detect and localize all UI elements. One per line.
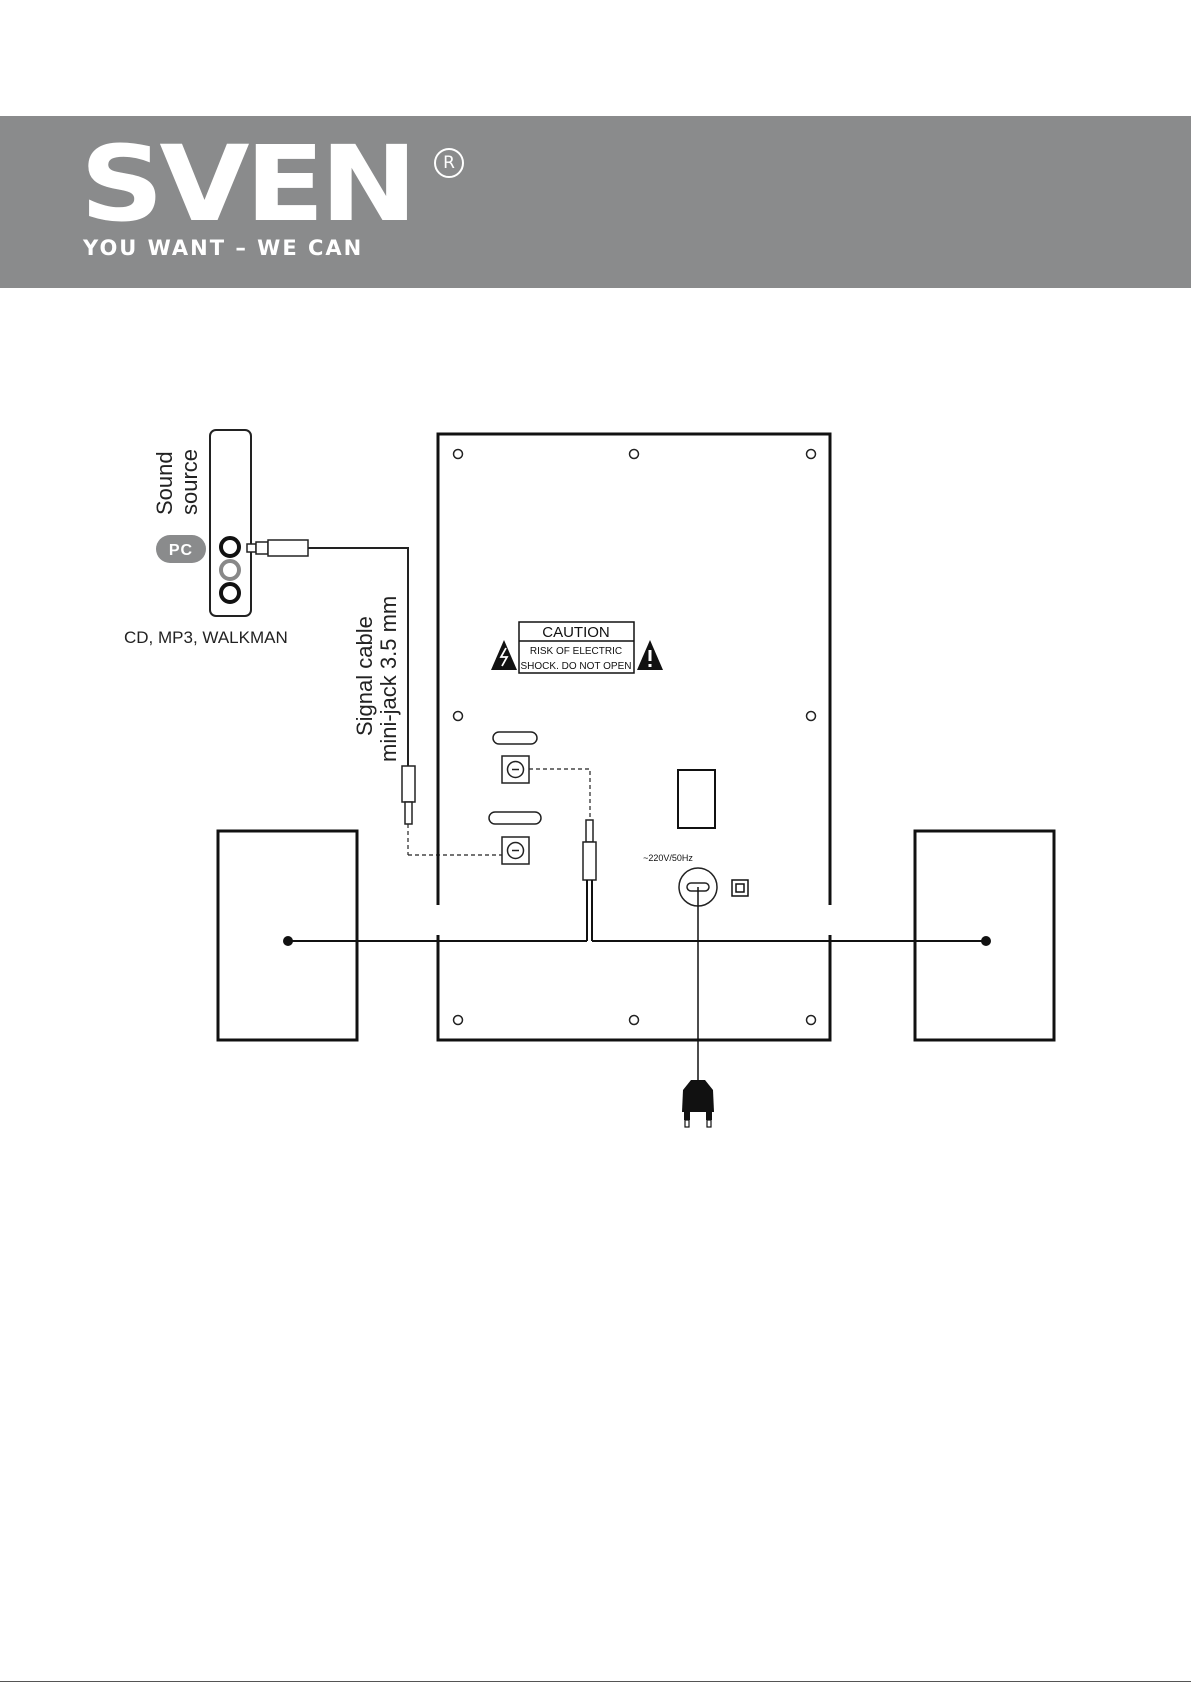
- secondary-jack-icon: [221, 561, 239, 579]
- pc-badge-label: PC: [169, 542, 193, 559]
- lightning-warning-icon: [491, 640, 517, 670]
- pc-output-jack-icon: [221, 538, 239, 556]
- page-bottom-rule: [0, 1681, 1191, 1682]
- sound-source-title-line1: Sound: [152, 451, 177, 515]
- power-switch: [678, 770, 715, 828]
- tertiary-jack-icon: [221, 584, 239, 602]
- caution-line2: SHOCK. DO NOT OPEN: [521, 661, 632, 672]
- exclamation-warning-icon: [637, 640, 663, 670]
- sound-source-device: [210, 430, 251, 616]
- caution-title: CAUTION: [542, 624, 610, 641]
- signal-cable-label-line1: Signal cable: [352, 616, 377, 736]
- upper-input-control: [493, 732, 537, 783]
- speaker-output-cable: [529, 769, 596, 941]
- pc-badge: PC: [156, 535, 206, 563]
- lower-input-control: [489, 812, 541, 864]
- device-types-label: CD, MP3, WALKMAN: [124, 628, 288, 647]
- double-insulation-icon: [732, 880, 748, 896]
- caution-line1: RISK OF ELECTRIC: [530, 646, 622, 657]
- power-plug-icon: [682, 1080, 714, 1127]
- left-satellite-speaker: [218, 831, 357, 1040]
- sound-source-title-line2: source: [177, 449, 202, 515]
- power-rating-label: ~220V/50Hz: [643, 853, 693, 863]
- caution-label: CAUTION RISK OF ELECTRIC SHOCK. DO NOT O…: [519, 622, 634, 673]
- right-satellite-speaker: [915, 831, 1054, 1040]
- signal-cable-label-line2: mini-jack 3.5 mm: [376, 596, 401, 762]
